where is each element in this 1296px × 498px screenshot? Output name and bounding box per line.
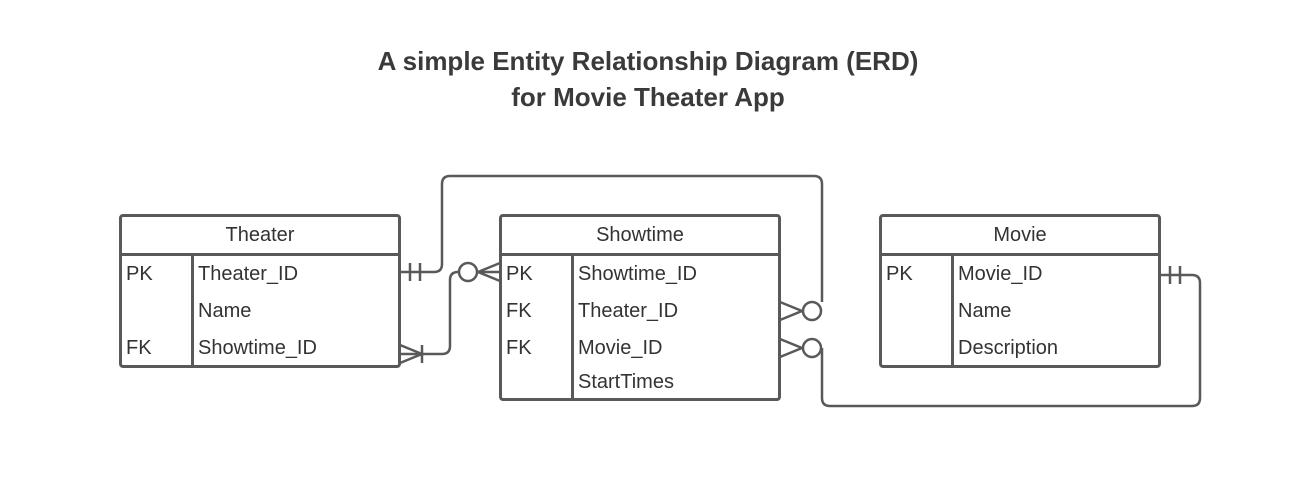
- column-divider: [951, 256, 954, 365]
- column-divider: [571, 256, 574, 398]
- diagram-title-line-1: A simple Entity Relationship Diagram (ER…: [377, 46, 919, 76]
- key-label: FK: [506, 300, 532, 322]
- attribute-row: FK Theater_ID: [502, 293, 778, 330]
- entity-header: Theater: [122, 217, 398, 256]
- field-name: Description: [958, 337, 1059, 359]
- field-name: StartTimes: [578, 371, 674, 393]
- attribute-row: Name: [882, 293, 1158, 330]
- attribute-row: Description: [882, 330, 1158, 367]
- field-name: Movie_ID: [958, 263, 1043, 285]
- key-label: FK: [506, 337, 532, 359]
- column-divider: [191, 256, 194, 365]
- entity-theater[interactable]: Theater PK Theater_ID Name FK Showtime_I…: [119, 214, 401, 368]
- crowfoot-many-icon: [779, 300, 804, 322]
- key-label: PK: [506, 263, 533, 285]
- field-name: Showtime_ID: [198, 337, 317, 359]
- optional-circle-icon: [457, 261, 479, 283]
- entity-header: Movie: [882, 217, 1158, 256]
- field-name: Showtime_ID: [578, 263, 697, 285]
- field-name: Theater_ID: [198, 263, 299, 285]
- connector-theater-showtime-fk: [400, 270, 500, 356]
- attribute-row: PK Movie_ID: [882, 256, 1158, 293]
- attribute-row: PK Theater_ID: [122, 256, 398, 293]
- crowfoot-many-icon: [779, 337, 804, 359]
- entity-movie[interactable]: Movie PK Movie_ID Name Description: [879, 214, 1161, 368]
- field-name: Movie_ID: [578, 337, 663, 359]
- optional-circle-icon: [801, 337, 823, 359]
- entity-header: Showtime: [502, 217, 778, 256]
- field-name: Name: [958, 300, 1012, 322]
- key-label: PK: [886, 263, 913, 285]
- connector-movie-to-showtime: [820, 273, 1202, 408]
- attribute-row: FK Showtime_ID: [122, 330, 398, 367]
- diagram-title-line-2: for Movie Theater App: [511, 82, 785, 112]
- field-name: Theater_ID: [578, 300, 679, 322]
- field-name: Name: [198, 300, 252, 322]
- attribute-row: FK Movie_ID: [502, 330, 778, 367]
- attribute-row: Name: [122, 293, 398, 330]
- key-label: PK: [126, 263, 153, 285]
- optional-circle-icon: [801, 300, 823, 322]
- entity-showtime[interactable]: Showtime PK Showtime_ID FK Theater_ID FK…: [499, 214, 781, 401]
- key-label: FK: [126, 337, 152, 359]
- attribute-row: PK Showtime_ID: [502, 256, 778, 293]
- connector-theater-to-showtime: [400, 174, 824, 302]
- attribute-row: StartTimes: [502, 367, 778, 400]
